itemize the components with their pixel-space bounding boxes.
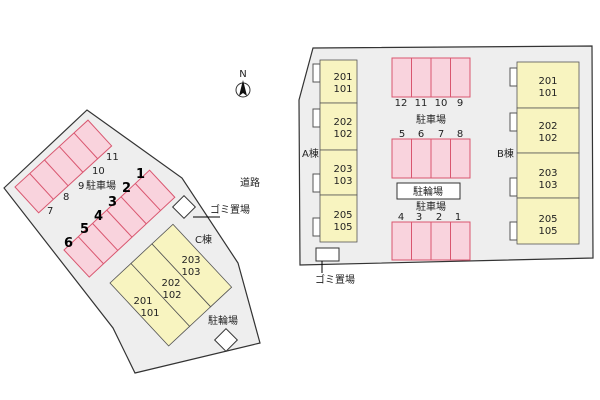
space-number: 7 xyxy=(47,206,53,217)
parking-label: 駐車場 xyxy=(416,200,446,213)
unit-number: 101 xyxy=(538,88,557,99)
garbage-area xyxy=(315,247,340,262)
space-number: 1 xyxy=(455,212,461,223)
space-number: 8 xyxy=(63,192,69,203)
space-number: 8 xyxy=(457,129,463,140)
building-c-label: C棟 xyxy=(195,233,212,246)
space-number: 6 xyxy=(418,129,424,140)
space-number: 6 xyxy=(64,236,73,251)
top-parking-row xyxy=(391,57,471,98)
unit-number: 102 xyxy=(538,133,557,144)
middle-parking-row xyxy=(391,138,471,179)
bicycle-label: 駐輪場 xyxy=(413,185,443,198)
space-number: 7 xyxy=(438,129,444,140)
unit-number: 102 xyxy=(333,129,352,140)
space-number: 9 xyxy=(457,98,463,109)
unit-number: 201 xyxy=(333,72,352,83)
unit-number: 203 xyxy=(538,168,557,179)
unit-number: 103 xyxy=(181,267,200,278)
unit-number: 101 xyxy=(140,308,159,319)
parking-label: 駐車場 xyxy=(86,179,116,192)
building-b-label: B棟 xyxy=(497,147,514,160)
building-c xyxy=(109,223,233,347)
building-a-label: A棟 xyxy=(302,147,319,160)
garbage-label: ゴミ置場 xyxy=(315,273,355,286)
space-number: 2 xyxy=(436,212,442,223)
unit-number: 201 xyxy=(133,296,152,307)
unit-number: 202 xyxy=(538,121,557,132)
space-number: 3 xyxy=(108,195,117,210)
unit-number: 205 xyxy=(538,214,557,225)
unit-number: 201 xyxy=(538,76,557,87)
space-number: 5 xyxy=(399,129,405,140)
bottom-parking-row xyxy=(391,221,471,261)
unit-number: 203 xyxy=(333,164,352,175)
garbage-label: ゴミ置場 xyxy=(210,203,250,216)
space-number: 10 xyxy=(92,166,105,177)
space-number: 5 xyxy=(80,222,89,237)
unit-number: 102 xyxy=(162,290,181,301)
bicycle-area xyxy=(396,182,461,200)
space-number: 9 xyxy=(78,181,84,192)
parking-label: 駐車場 xyxy=(416,113,446,126)
compass-label: N xyxy=(239,69,246,80)
unit-number: 103 xyxy=(538,180,557,191)
space-number: 11 xyxy=(415,98,428,109)
space-number: 11 xyxy=(106,152,119,163)
space-number: 2 xyxy=(122,181,131,196)
garbage-area xyxy=(171,194,197,220)
unit-number: 203 xyxy=(181,255,200,266)
unit-number: 202 xyxy=(161,278,180,289)
unit-number: 202 xyxy=(333,117,352,128)
bicycle-label: 駐輪場 xyxy=(208,314,238,327)
road-label: 道路 xyxy=(240,176,260,189)
space-number: 10 xyxy=(435,98,448,109)
upper-parking-row xyxy=(14,119,113,214)
unit-number: 205 xyxy=(333,210,352,221)
bicycle-area xyxy=(213,327,239,353)
lower-parking-row xyxy=(63,169,176,278)
space-number: 3 xyxy=(416,212,422,223)
unit-number: 103 xyxy=(333,176,352,187)
north-compass-icon: N xyxy=(235,69,251,98)
unit-number: 105 xyxy=(333,222,352,233)
space-number: 4 xyxy=(94,209,103,224)
space-number: 1 xyxy=(136,167,145,182)
unit-number: 101 xyxy=(333,84,352,95)
space-number: 12 xyxy=(395,98,408,109)
building-b xyxy=(509,61,580,245)
space-number: 4 xyxy=(398,212,404,223)
unit-number: 105 xyxy=(538,226,557,237)
building-a xyxy=(312,59,358,243)
